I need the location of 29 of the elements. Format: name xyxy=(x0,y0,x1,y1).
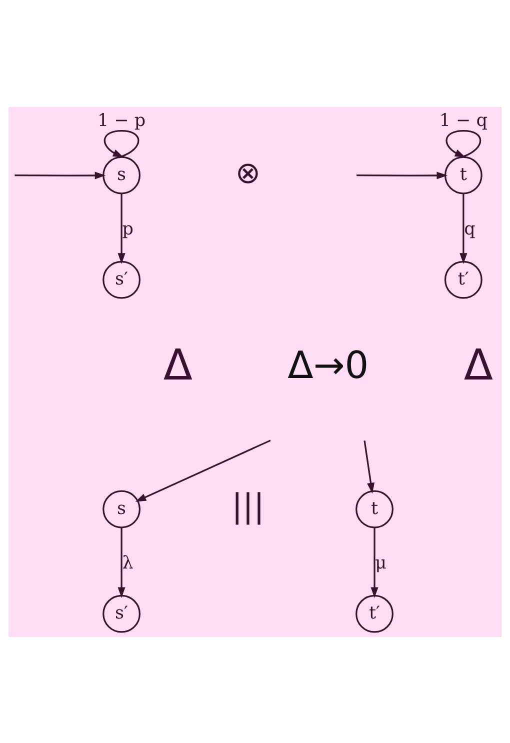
edge-label: q xyxy=(464,218,476,239)
edge-label: μ xyxy=(375,552,386,573)
arrow xyxy=(370,527,378,598)
node-circle: t′ xyxy=(444,260,482,298)
edge-label: 1 − q xyxy=(439,110,488,131)
arrow xyxy=(118,527,126,598)
edge-label: 1 − p xyxy=(97,110,146,131)
node-circle: t xyxy=(444,156,482,194)
arrow xyxy=(364,440,375,494)
node-circle: s xyxy=(102,490,141,528)
arrow xyxy=(460,193,468,264)
label: ⊗ xyxy=(235,156,261,191)
node-circle: s′ xyxy=(102,260,141,298)
arrow xyxy=(118,193,126,264)
arrow xyxy=(356,171,448,179)
label: ||| xyxy=(232,486,264,525)
edge-label: p xyxy=(122,218,134,239)
arrow xyxy=(446,129,482,157)
node-circle: t xyxy=(356,490,394,528)
label: Δ xyxy=(163,340,192,390)
edge-label: λ xyxy=(122,552,134,573)
arrow xyxy=(135,439,271,502)
label: Δ xyxy=(464,340,494,390)
node-circle: s xyxy=(102,156,141,194)
node-circle: t′ xyxy=(356,594,394,632)
arrow xyxy=(14,171,106,179)
label: Δ→0 xyxy=(288,342,369,387)
node-circle: s′ xyxy=(102,594,141,632)
arrow xyxy=(104,129,140,157)
